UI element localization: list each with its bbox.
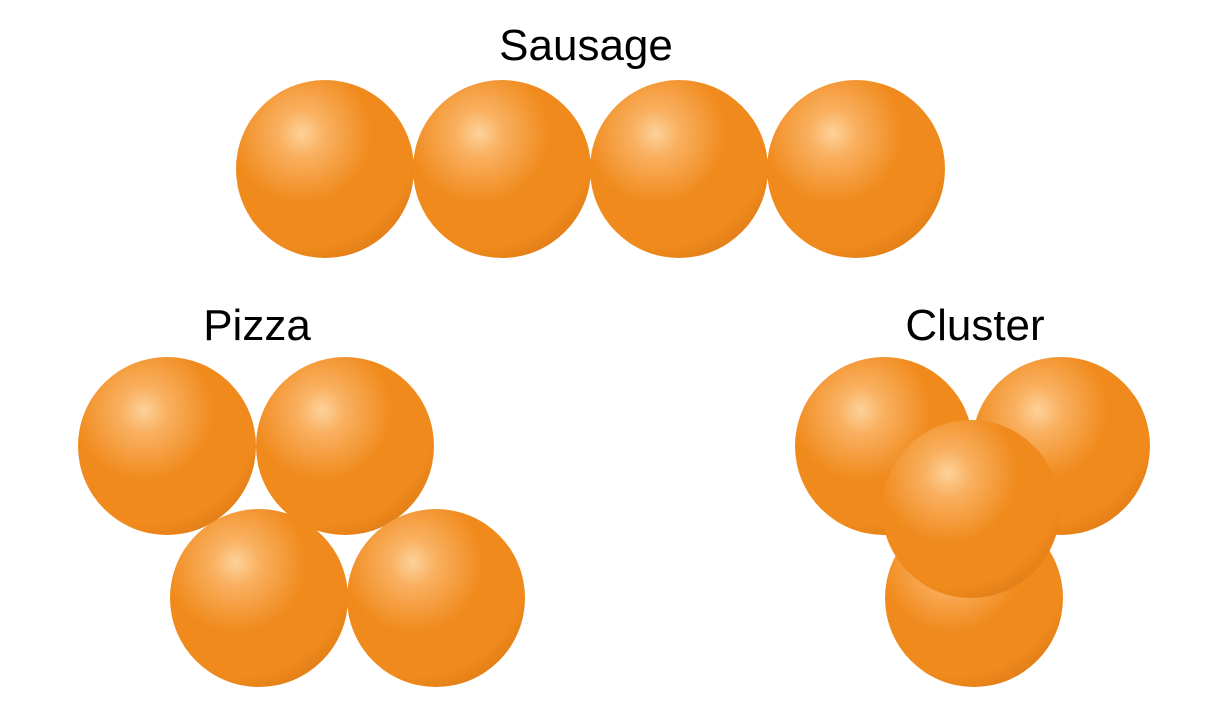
sausage-ball bbox=[767, 80, 945, 258]
sausage-ball bbox=[590, 80, 768, 258]
sausage-ball bbox=[236, 80, 414, 258]
sausage-label: Sausage bbox=[499, 21, 673, 70]
cluster-label: Cluster bbox=[905, 301, 1045, 350]
cluster-ball bbox=[882, 420, 1060, 598]
pizza-ball bbox=[78, 357, 256, 535]
pizza-label: Pizza bbox=[203, 301, 311, 350]
pizza-ball bbox=[256, 357, 434, 535]
pizza-ball bbox=[347, 509, 525, 687]
sausage-ball bbox=[413, 80, 591, 258]
pizza-ball bbox=[170, 509, 348, 687]
